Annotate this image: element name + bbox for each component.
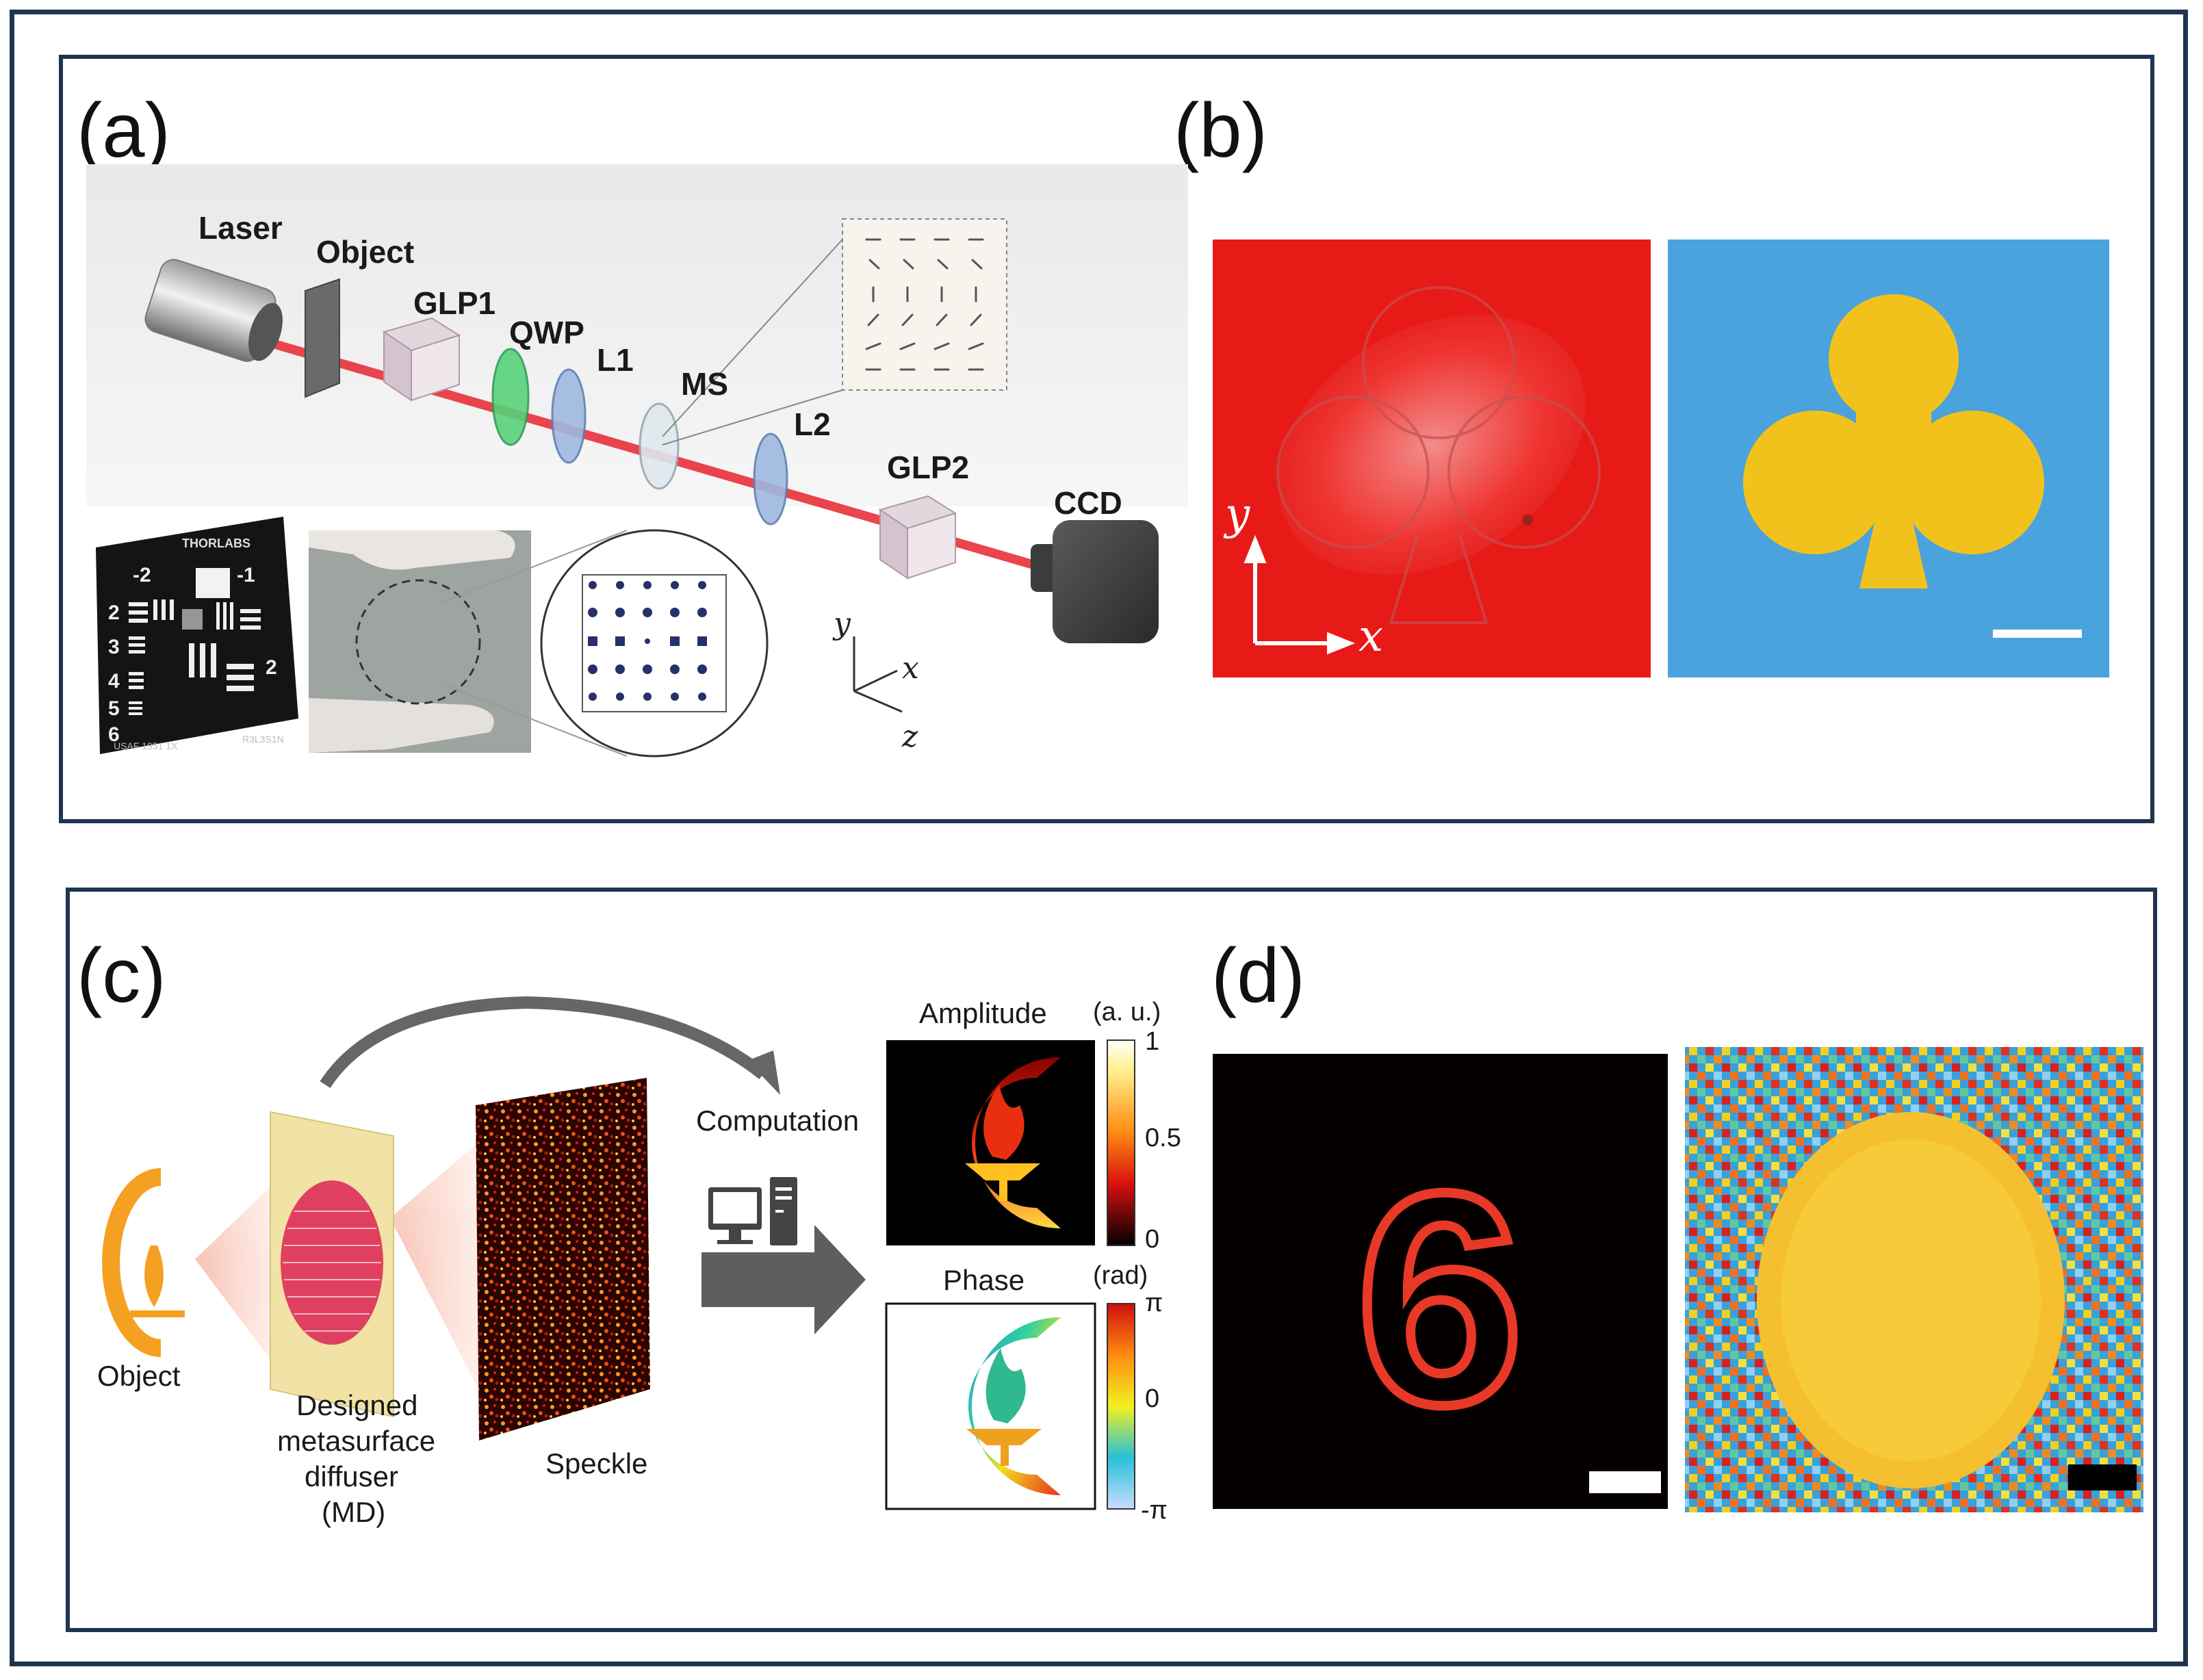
label-phase-unit: (rad) <box>1093 1261 1148 1290</box>
label-diffuser-1: Designed <box>296 1389 418 1421</box>
computer-icon <box>708 1177 797 1245</box>
beam-object-to-diffuser <box>195 1177 287 1382</box>
laser-source <box>144 259 283 362</box>
beam-diffuser-to-speckle <box>390 1136 493 1417</box>
zoom-line-2 <box>662 389 843 445</box>
panel-c-label: (c) <box>77 933 166 1018</box>
target-num-4: 3 <box>108 636 120 658</box>
metasurface-array-inset <box>540 529 769 758</box>
panel-d-label: (d) <box>1211 933 1305 1018</box>
phase-image <box>885 1302 1096 1510</box>
target-num-2: -1 <box>237 564 255 586</box>
outer-frame <box>10 10 2188 1666</box>
l2-lens <box>753 432 788 526</box>
panel-b-images <box>1213 240 2109 677</box>
curved-arrow <box>320 996 767 1088</box>
object-plate <box>305 278 340 398</box>
optical-setup-diagram: THORLABS -2 -1 2 3 4 5 6 2 USAF 1951 1X … <box>86 164 1188 758</box>
axis-y-label-b: y <box>1225 489 1250 540</box>
target-num-8: 2 <box>266 656 277 679</box>
photo-zoom-line-1 <box>441 530 628 603</box>
label-laser: Laser <box>198 210 283 246</box>
target-footer-right: R3L3S1N <box>242 734 284 745</box>
scale-bar-d-white <box>1589 1471 1661 1493</box>
target-num-5: 4 <box>108 670 120 693</box>
label-amplitude-title: Amplitude <box>919 997 1047 1029</box>
label-ms: MS <box>681 366 728 402</box>
panel-a-label: (a) <box>77 88 170 173</box>
label-l1: L1 <box>597 342 634 378</box>
reconstructed-amplitude-image: 6 <box>1213 1054 1668 1509</box>
computational-imaging-diagram <box>102 996 1135 1510</box>
target-num-3: 2 <box>108 602 120 624</box>
label-computation: Computation <box>696 1104 860 1137</box>
axis-x-label-a: x <box>902 651 919 686</box>
label-ccd: CCD <box>1054 485 1122 521</box>
phase-tick-0: 0 <box>1145 1384 1160 1413</box>
intensity-image <box>1213 240 1651 677</box>
target-num-7: 6 <box>108 723 120 746</box>
curved-arrowhead <box>747 1050 780 1095</box>
label-glp1: GLP1 <box>413 285 496 321</box>
label-amplitude-unit: (a. u.) <box>1093 998 1161 1026</box>
amplitude-colorbar <box>1107 1039 1135 1246</box>
scale-bar-d-black <box>2068 1464 2137 1490</box>
panel-d-images: 6 <box>1213 1047 2143 1512</box>
target-footer-left: USAF 1951 1X <box>114 740 178 751</box>
phase-tick-pi: π <box>1145 1289 1163 1317</box>
scale-bar-b <box>1993 630 2082 638</box>
metasurface-photo <box>309 530 531 753</box>
label-object-c: Object <box>97 1360 181 1392</box>
axis-y-label-a: y <box>834 606 851 641</box>
l1-lens <box>551 368 587 464</box>
speckle-pattern <box>476 1078 650 1440</box>
target-num-1: -2 <box>133 564 151 586</box>
amplitude-tick-0: 0 <box>1145 1225 1160 1254</box>
zoom-line-1 <box>662 239 843 437</box>
qwp-plate <box>491 348 530 446</box>
label-diffuser-2: metasurface <box>277 1425 436 1457</box>
panel-b-label: (b) <box>1174 88 1267 173</box>
label-phase-title: Phase <box>943 1264 1025 1296</box>
label-speckle: Speckle <box>545 1447 648 1479</box>
metasurface-inset <box>842 218 1007 391</box>
label-qwp: QWP <box>509 315 584 350</box>
phase-tick-neg-pi: -π <box>1141 1496 1168 1525</box>
xyz-axes <box>853 636 903 713</box>
glp1-cube <box>382 317 461 402</box>
ms-metasurface <box>639 402 680 490</box>
label-diffuser-3: diffuser <box>305 1460 398 1492</box>
phase-image <box>1668 240 2109 677</box>
metasurface-diffuser <box>270 1111 394 1418</box>
axis-z-label-a: z <box>902 719 918 754</box>
axis-x-label-b: x <box>1358 611 1384 662</box>
digit-six: 6 <box>1356 1131 1524 1467</box>
panel-top-frame <box>59 55 2154 823</box>
computation-arrow <box>701 1225 866 1334</box>
amplitude-image <box>886 1040 1095 1245</box>
reconstructed-phase-image <box>1685 1047 2143 1512</box>
target-num-6: 5 <box>108 697 120 720</box>
amplitude-tick-1: 1 <box>1145 1027 1160 1056</box>
ccd-camera <box>1031 520 1159 643</box>
label-object: Object <box>316 234 415 270</box>
label-diffuser-4: (MD) <box>322 1496 386 1528</box>
glp2-cube <box>878 495 957 580</box>
object-logo <box>102 1168 185 1357</box>
panel-bottom-frame <box>66 888 2157 1632</box>
target-brand: THORLABS <box>182 537 250 550</box>
label-glp2: GLP2 <box>887 450 970 485</box>
phase-colorbar <box>1107 1303 1135 1510</box>
amplitude-tick-0-5: 0.5 <box>1145 1124 1181 1152</box>
photo-zoom-line-2 <box>441 684 628 757</box>
usaf-target: THORLABS -2 -1 2 3 4 5 6 2 USAF 1951 1X … <box>96 517 298 754</box>
label-l2: L2 <box>794 406 831 442</box>
xy-axes-b <box>1244 534 1356 655</box>
